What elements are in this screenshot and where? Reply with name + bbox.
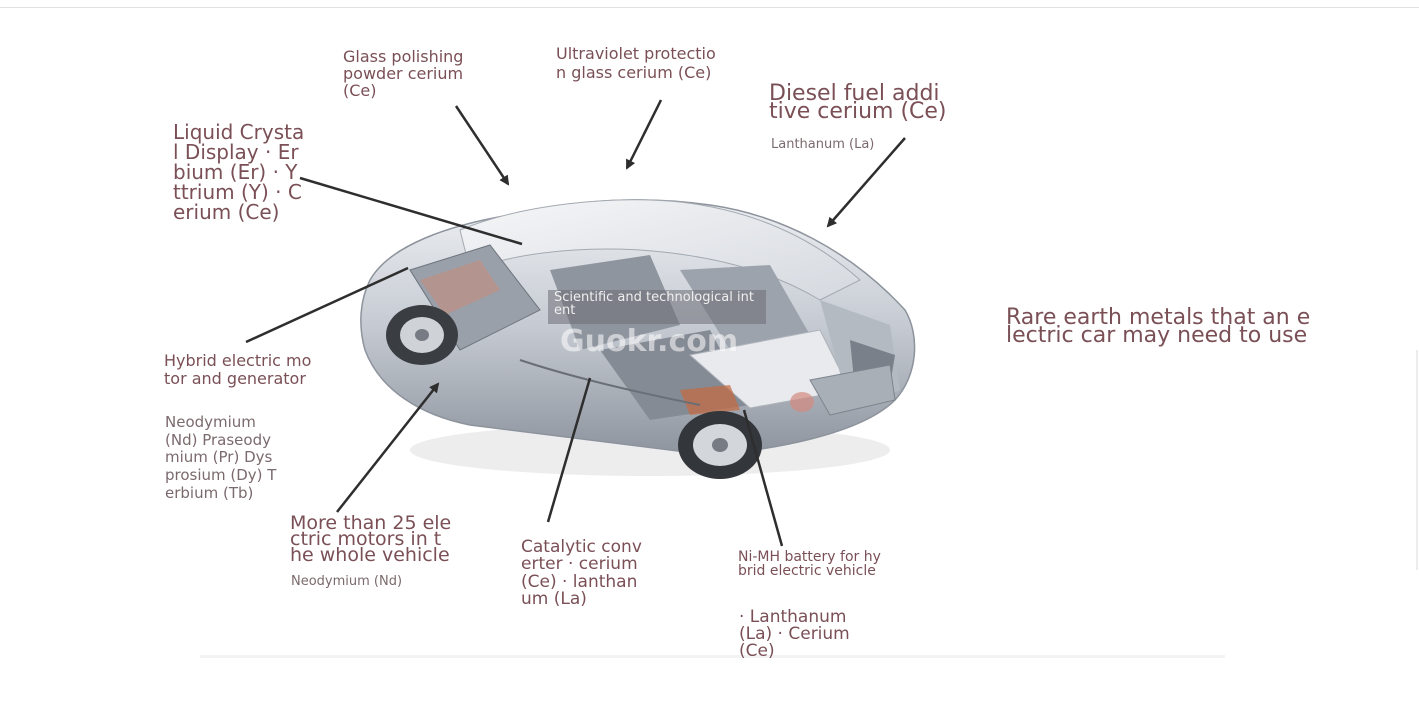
arrow-motors: [336, 382, 440, 513]
sublabel-hybrid-motor: Neodymium (Nd) Praseodymium (Pr) Dyspros…: [165, 413, 277, 502]
arrow-catalytic: [546, 377, 592, 523]
side-title: Rare earth metals that an electric car m…: [1006, 305, 1311, 349]
top-divider: [0, 7, 1419, 8]
arrow-glass-polish: [454, 105, 510, 186]
arrow-uv-glass: [625, 99, 663, 170]
arrow-hybrid-motor: [245, 266, 409, 344]
label-battery: Ni-MH battery for hybrid electric vehicl…: [738, 549, 881, 579]
label-glass-polish: Glass polishing powder cerium (Ce): [343, 47, 464, 100]
label-catalytic: Catalytic converter · cerium (Ce) · lant…: [521, 537, 642, 609]
right-edge-line: [1416, 350, 1418, 570]
label-diesel: Diesel fuel additive cerium (Ce): [769, 81, 947, 125]
label-hybrid-motor: Hybrid electric motor and generator: [164, 351, 312, 389]
watermark-caption: Scientific and technological intent: [548, 290, 766, 324]
arrow-battery: [742, 409, 784, 547]
label-lcd: Liquid Crystal Display · Erbium (Er) · Y…: [173, 120, 305, 224]
watermark-brand: Guokr.com: [560, 324, 739, 359]
label-uv-glass: Ultraviolet protection glass cerium (Ce): [556, 44, 716, 83]
sublabel-motors: Neodymium (Nd): [291, 574, 403, 589]
sublabel-battery: · Lanthanum (La) · Cerium (Ce): [739, 607, 850, 661]
bottom-shadow-line: [200, 655, 1225, 658]
sublabel-diesel: Lanthanum (La): [771, 137, 875, 152]
arrow-lcd: [299, 176, 523, 246]
label-motors: More than 25 electric motors in the whol…: [290, 512, 452, 566]
arrow-diesel: [826, 137, 906, 228]
